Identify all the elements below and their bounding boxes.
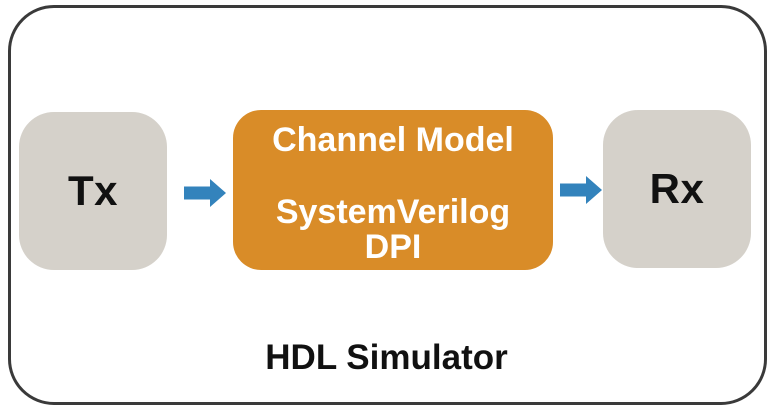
arrow-right-icon (184, 179, 226, 207)
tx-block-label: Tx (67, 167, 118, 214)
channel-model-title: Channel Model (272, 121, 514, 159)
tx-block: Tx (19, 112, 167, 270)
hdl-simulator-label: HDL Simulator (265, 338, 508, 377)
arrow-right-icon (560, 176, 602, 204)
channel-model-subtitle: SystemVerilog DPI (276, 195, 510, 265)
channel-model-subtitle-line1: SystemVerilog (275, 193, 511, 231)
hdl-simulator-frame (8, 5, 767, 405)
channel-model-subtitle-line2: DPI (364, 228, 422, 266)
rx-block-label: Rx (649, 165, 705, 212)
channel-model-block: Channel Model SystemVerilog DPI (233, 110, 553, 270)
rx-block: Rx (603, 110, 751, 268)
